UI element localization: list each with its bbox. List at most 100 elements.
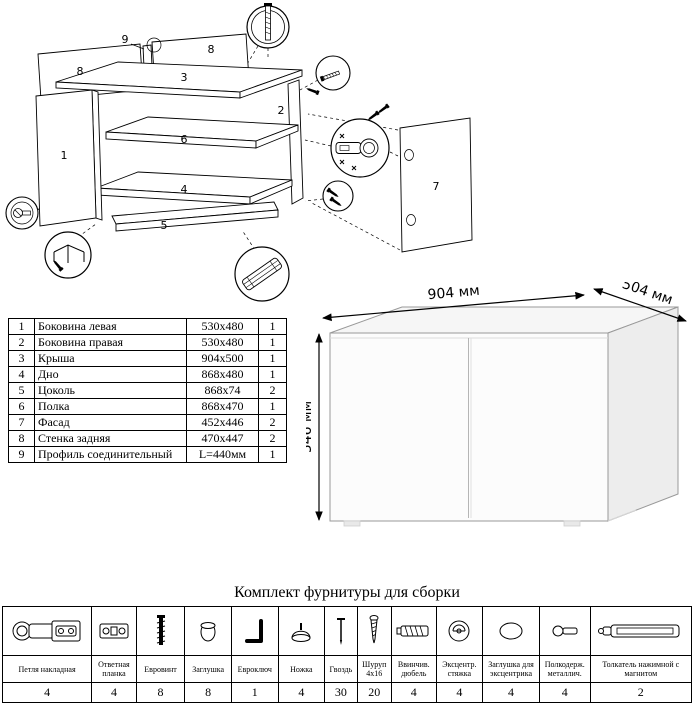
part-size: 452x446 [186, 414, 259, 431]
part-qty: 1 [258, 318, 287, 335]
left-side-panel [35, 89, 103, 227]
table-row: 2 Боковина правая 530x480 1 [8, 334, 287, 351]
hardware-name: Гвоздь [324, 655, 358, 683]
part-qty: 1 [258, 446, 287, 463]
plinth-panel [111, 201, 279, 232]
hardware-name: Толкатель нажимной с магнитом [589, 655, 693, 683]
hardware-name: Заглушка для эксцентрика [482, 655, 540, 683]
part-label-4: 4 [181, 183, 188, 196]
hardware-name: Эксцентр. стяжка [435, 655, 484, 683]
part-qty: 1 [258, 366, 287, 383]
foot-icon [291, 623, 311, 642]
part-num: 4 [8, 366, 35, 383]
part-name: Стенка задняя [34, 430, 187, 447]
part-size: L=440мм [186, 446, 259, 463]
assembled-view: 904 мм 504 мм 546 мм [306, 282, 687, 527]
hardware-title: Комплект фурнитуры для сборки [234, 584, 460, 601]
parts-table: 1 Боковина левая 530x480 1 2 Боковина пр… [8, 318, 287, 463]
part-name: Крыша [34, 350, 187, 367]
part-size: 868x74 [186, 382, 259, 399]
top-panel [55, 61, 303, 99]
part-size: 530x480 [186, 318, 259, 335]
part-label-8b: 8 [208, 43, 215, 56]
part-name: Профиль соединительный [34, 446, 187, 463]
part-name: Боковина левая [34, 318, 187, 335]
callout-hinge [330, 118, 390, 178]
part-size: 530x480 [186, 334, 259, 351]
cap-icon [200, 622, 216, 642]
hardware-name: Евроключ [230, 655, 279, 683]
hardware-table: Петля накладная Ответная планка Евровинт… [1, 606, 693, 703]
part-name: Дно [34, 366, 187, 383]
hardware-name: Петля накладная [1, 655, 93, 683]
part-qty: 1 [258, 334, 287, 351]
part-name: Фасад [34, 414, 187, 431]
part-num: 7 [8, 414, 35, 431]
cam-cap-icon [499, 622, 523, 640]
callout-profile [234, 246, 290, 302]
callout-foot [44, 231, 92, 279]
part-labels: 1 2 3 4 5 6 7 8 8 9 [61, 33, 440, 232]
shelf-panel [105, 116, 299, 149]
exploded-diagram: 1 2 3 4 5 6 7 8 8 9 [5, 3, 473, 302]
part-num: 9 [8, 446, 35, 463]
cam-lock-icon [448, 620, 470, 642]
bottom-panel [95, 171, 293, 205]
part-qty: 1 [258, 398, 287, 415]
part-name: Боковина правая [34, 334, 187, 351]
part-num: 1 [8, 318, 35, 335]
part-size: 904x500 [186, 350, 259, 367]
table-row: 7 Фасад 452x446 2 [8, 414, 287, 431]
hardware-name: Ввинчив. дюбель [391, 655, 437, 683]
part-size: 470x447 [186, 430, 259, 447]
hardware-name: Заглушка [184, 655, 232, 683]
table-row: 8 Стенка задняя 470x447 2 [8, 430, 287, 447]
dimension-lines [315, 288, 687, 521]
table-row: 3 Крыша 904x500 1 [8, 350, 287, 367]
table-row: 5 Цоколь 868x74 2 [8, 382, 287, 399]
hardware-name: Шуруп 4x16 [356, 655, 393, 683]
part-label-7: 7 [433, 180, 440, 193]
table-row: 4 Дно 868x480 1 [8, 366, 287, 383]
part-num: 2 [8, 334, 35, 351]
right-side-panel [287, 79, 304, 205]
table-row: 1 Боковина левая 530x480 1 [8, 318, 287, 335]
part-size: 868x480 [186, 366, 259, 383]
part-label-2: 2 [278, 104, 285, 117]
part-label-5: 5 [161, 219, 168, 232]
part-num: 3 [8, 350, 35, 367]
euroscrew-icon [156, 615, 165, 645]
part-qty: 2 [258, 414, 287, 431]
strike-plate-icon [99, 623, 129, 639]
hardware-name: Ножка [277, 655, 326, 683]
part-label-1: 1 [61, 149, 68, 162]
part-label-8a: 8 [77, 65, 84, 78]
callout-dowel [246, 3, 290, 49]
hinge-icon [12, 620, 81, 642]
part-num: 5 [8, 382, 35, 399]
push-latch-icon [597, 624, 680, 638]
dowel-icon [396, 625, 429, 637]
cabinet-render [329, 306, 679, 527]
nail-icon [336, 618, 345, 645]
part-num: 8 [8, 430, 35, 447]
callout-screws [322, 180, 354, 212]
part-label-9: 9 [122, 33, 129, 46]
part-qty: 2 [258, 430, 287, 447]
hardware-icons-row [1, 606, 693, 656]
screw-icon [369, 615, 379, 644]
part-qty: 2 [258, 382, 287, 399]
table-row: 9 Профиль соединительный L=440мм 1 [8, 446, 287, 463]
part-label-6: 6 [181, 133, 188, 146]
hex-key-icon [244, 619, 263, 643]
height-dimension: 546 мм [306, 401, 315, 453]
facade-panel [399, 117, 473, 253]
callout-cam-bolt [5, 196, 39, 230]
part-name: Цоколь [34, 382, 187, 399]
part-num: 6 [8, 398, 35, 415]
part-label-3: 3 [181, 71, 188, 84]
shelf-pin-icon [552, 625, 578, 637]
part-name: Полка [34, 398, 187, 415]
hardware-name: Евровинт [135, 655, 186, 683]
